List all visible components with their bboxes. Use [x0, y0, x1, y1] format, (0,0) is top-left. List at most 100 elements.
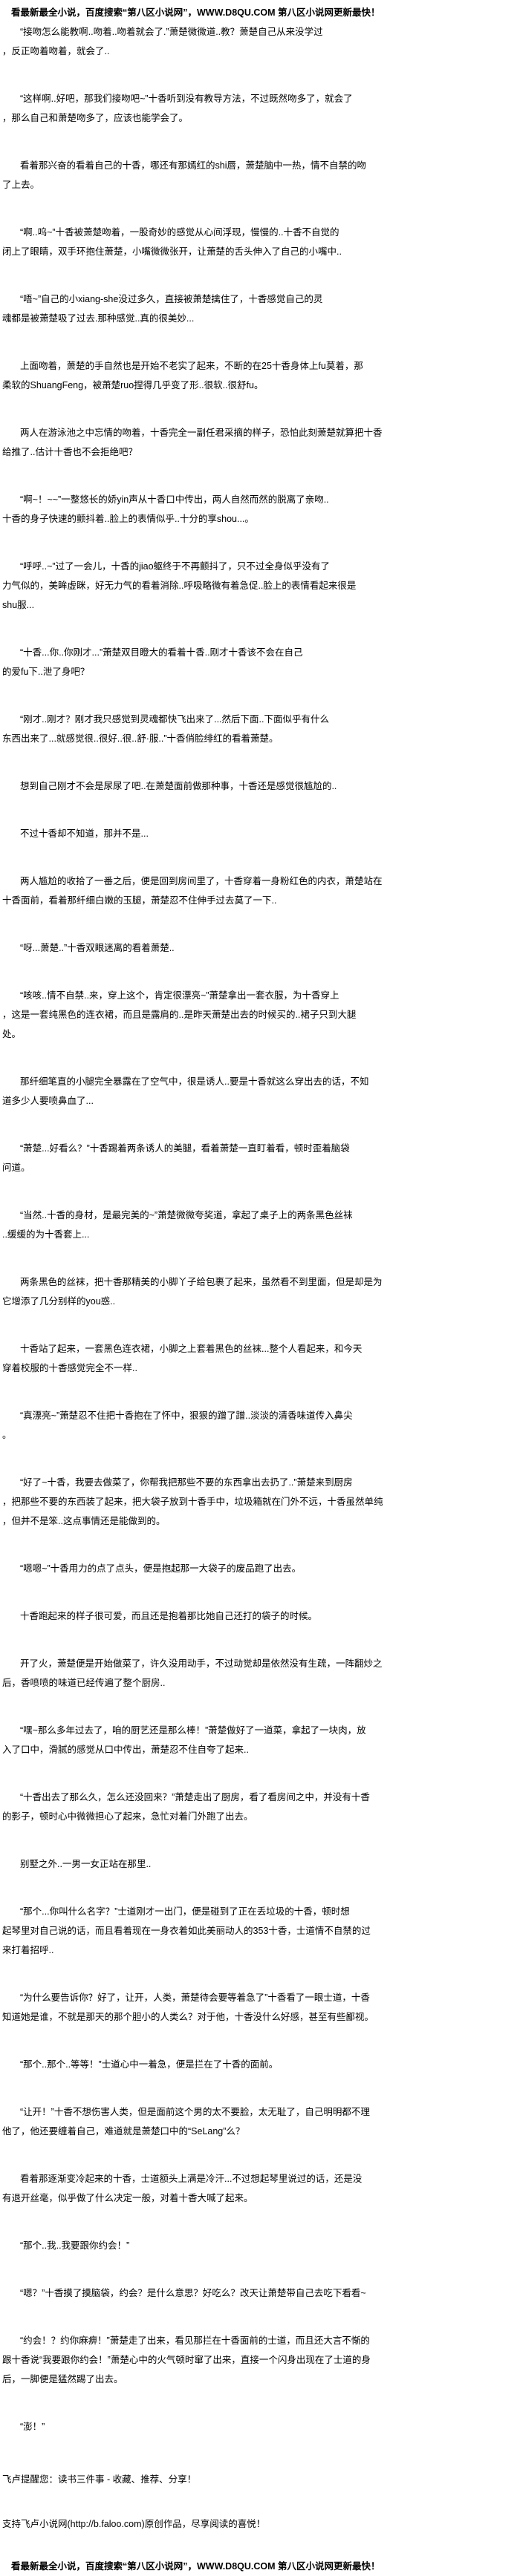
paragraph-line: “啊~！~~”一整悠长的娇yin声从十香口中传出，两人自然而然的脱离了亲吻.. — [20, 494, 329, 505]
paragraph: “呼呼..~”过了一会儿，十香的jiao躯终于不再颤抖了，只不过全身似乎没有了力… — [2, 557, 518, 615]
paragraph: “嗯嗯~”十香用力的点了点头，便是抱起那一大袋子的废品跑了出去。 — [2, 1559, 518, 1578]
paragraph-line: ，反正吻着吻着，就会了.. — [2, 46, 110, 56]
paragraph: “嗯？”十香摸了摸脑袋，约会？是什么意思？好吃么？改天让萧楚带自己去吃下看看~ — [2, 2284, 518, 2303]
paragraph-line: 东西出来了...就感觉很..很好..很..舒·服..”十香俏脸绯红的看着萧楚。 — [2, 733, 279, 744]
paragraph-line: “让开！”十香不想伤害人类，但是面前这个男的太不要脸，太无耻了，自己明明都不理 — [20, 2107, 370, 2117]
paragraph-line: 十香跑起来的样子很可爱，而且还是抱着那比她自己还打的袋子的时候。 — [20, 1611, 318, 1621]
paragraph-line: 看着那逐渐变冷起来的十香，士道额头上满是冷汗...不过想起琴里说过的话，还是没 — [20, 2174, 363, 2184]
paragraph-line: 魂都是被萧楚吸了过去.那种感觉..真的很美妙... — [2, 313, 195, 324]
footer-support-link[interactable]: 支持飞卢小说网(http://b.faloo.com)原创作品，尽享阅读的喜悦！ — [2, 2519, 266, 2529]
paragraph-line: 那纤细笔直的小腿完全暴露在了空气中，很是诱人..要是十香就这么穿出去的话，不知 — [20, 1076, 369, 1087]
paragraph: 上面吻着，萧楚的手自然也是开始不老实了起来，不断的在25十香身体上fu莫着，那柔… — [2, 356, 518, 395]
paragraph: “那个..那个..等等！”士道心中一着急，便是拦在了十香的面前。 — [2, 2055, 518, 2074]
paragraph: “刚才..刚才？刚才我只感觉到灵魂都快飞出来了...然后下面..下面似乎有什么东… — [2, 710, 518, 748]
paragraph-line: ，但并不是笨..这点事情还是能做到的。 — [2, 1516, 166, 1526]
paragraph-line: “嗯嗯~”十香用力的点了点头，便是抱起那一大袋子的废品跑了出去。 — [20, 1563, 302, 1574]
paragraph: 看着那兴奋的看着自己的十香，哪还有那嫣红的shi唇，萧楚脑中一热，情不自禁的吻了… — [2, 156, 518, 194]
paragraph: 那纤细笔直的小腿完全暴露在了空气中，很是诱人..要是十香就这么穿出去的话，不知道… — [2, 1072, 518, 1111]
paragraph-line: ，把那些不要的东西装了起来，把大袋子放到十香手中，垃圾箱就在门外不远，十香虽然单… — [2, 1497, 383, 1507]
paragraph-line: 问道。 — [2, 1163, 30, 1173]
paragraph-line: 柔软的ShuangFeng，被萧楚ruo捏得几乎变了形..很软..很舒fu。 — [2, 380, 264, 390]
paragraph: 看着那逐渐变冷起来的十香，士道额头上满是冷汗...不过想起琴里说过的话，还是没有… — [2, 2169, 518, 2208]
paragraph: “啊~！~~”一整悠长的娇yin声从十香口中传出，两人自然而然的脱离了亲吻.. 十… — [2, 490, 518, 529]
paragraph-line: “这样啊..好吧，那我们接吻吧~”十香听到没有教导方法，不过既然吻多了，就会了 — [20, 94, 353, 104]
paragraph-line: 跟十香说“我要跟你约会！”萧楚心中的火气顿时窜了出来，直接一个闪身出现在了士道的… — [2, 2355, 371, 2365]
paragraph: “接吻怎么能教啊..吻着..吻着就会了.”萧楚微微道..教？萧楚自己从来没学过 ，… — [2, 22, 518, 61]
paragraph: 十香站了起来，一套黑色连衣裙，小脚之上套着黑色的丝袜...整个人看起来，和今天穿… — [2, 1339, 518, 1378]
paragraph-line: “澎！” — [20, 2422, 45, 2432]
paragraph: “咳咳..情不自禁..来，穿上这个，肯定很漂亮~”萧楚拿出一套衣服，为十香穿上，… — [2, 986, 518, 1044]
paragraph-line: 两人尴尬的收拾了一番之后，便是回到房间里了，十香穿着一身粉红色的内衣，萧楚站在 — [20, 876, 383, 886]
paragraph-line: “约会！？约你麻痹！”萧楚走了出来，看见那拦在十香面前的士道，而且还大言不惭的 — [20, 2335, 370, 2346]
paragraph: “萧楚...好看么？”十香踢着两条诱人的美腿，看着萧楚一直盯着看，顿时歪着脑袋问… — [2, 1139, 518, 1177]
paragraph-line: “刚才..刚才？刚才我只感觉到灵魂都快飞出来了...然后下面..下面似乎有什么 — [20, 714, 329, 725]
paragraph: “当然..十香的身材，是最完美的~”萧楚微微夸奖道，拿起了桌子上的两条黑色丝袜.… — [2, 1206, 518, 1244]
paragraph-line: 两人在游泳池之中忘情的吻着，十香完全一副任君采摘的样子，恐怕此刻萧楚就算把十香 — [20, 428, 383, 438]
paragraph-line: 了上去。 — [2, 180, 40, 190]
chapter-content: “接吻怎么能教啊..吻着..吻着就会了.”萧楚微微道..教？萧楚自己从来没学过 ，… — [2, 22, 518, 2465]
paragraph: 开了火，萧楚便是开始做菜了，许久没用动手，不过动觉却是依然没有生疏，一阵翻炒之后… — [2, 1654, 518, 1693]
paragraph-line: 十香面前，看着那纤细白嫩的玉腿，萧楚忍不住伸手过去莫了一下.. — [2, 895, 277, 906]
paragraph-line: ，那么自己和萧楚吻多了，应该也能学会了。 — [2, 113, 189, 123]
paragraph: 别墅之外..一男一女正站在那里.. — [2, 1854, 518, 1874]
paragraph-line: 后，香喷喷的味道已经传遍了整个厨房.. — [2, 1678, 166, 1688]
paragraph-line: 力气似的，美眸虚眯，好无力气的看着消除..呼吸略微有着急促..脸上的表情看起来很… — [2, 581, 357, 591]
paragraph-line: 别墅之外..一男一女正站在那里.. — [20, 1859, 152, 1869]
paragraph-line: “那个..我..我要跟你约会！” — [20, 2240, 130, 2251]
paragraph-line: 十香站了起来，一套黑色连衣裙，小脚之上套着黑色的丝袜...整个人看起来，和今天 — [20, 1344, 363, 1354]
paragraph-line: 给推了..估计十香也不会拒绝吧？ — [2, 447, 137, 457]
site-banner-bottom: 看最新最全小说，百度搜索“第八区小说网”，WWW.D8QU.COM 第八区小说网… — [11, 2561, 380, 2572]
paragraph: “这样啊..好吧，那我们接吻吧~”十香听到没有教导方法，不过既然吻多了，就会了 ，… — [2, 89, 518, 128]
paragraph-line: shu服... — [2, 600, 35, 610]
paragraph: “为什么要告诉你？好了，让开，人类，萧楚待会要等着急了”十香看了一眼士道，十香知… — [2, 1988, 518, 2027]
paragraph-line: 两条黑色的丝袜，把十香那精美的小脚丫子给包裹了起来，虽然看不到里面，但是却是为 — [20, 1277, 383, 1287]
paragraph-line: “呀...萧楚..”十香双眼迷离的看着萧楚.. — [20, 943, 175, 953]
paragraph-line: “呼呼..~”过了一会儿，十香的jiao躯终于不再颤抖了，只不过全身似乎没有了 — [20, 561, 331, 572]
footer-reminder: 飞卢提醒您：读书三件事 - 收藏、推荐、分享！ — [2, 2474, 197, 2485]
paragraph-line: ..缓缓的为十香套上... — [2, 1229, 90, 1240]
paragraph: “那个..我..我要跟你约会！” — [2, 2236, 518, 2255]
paragraph-line: “十香出去了那么久，怎么还没回来？”萧楚走出了厨房，看了看房间之中，并没有十香 — [20, 1792, 370, 1802]
paragraph: “好了~十香，我要去做菜了，你帮我把那些不要的东西拿出去扔了..”萧楚来到厨房 ，… — [2, 1473, 518, 1531]
paragraph: 十香跑起来的样子很可爱，而且还是抱着那比她自己还打的袋子的时候。 — [2, 1606, 518, 1626]
paragraph-line: 的影子，顿时心中微微担心了起来，急忙对着门外跑了出去。 — [2, 1811, 253, 1822]
paragraph-line: 处。 — [2, 1029, 22, 1039]
paragraph: “约会！？约你麻痹！”萧楚走了出来，看见那拦在十香面前的士道，而且还大言不惭的跟… — [2, 2331, 518, 2389]
paragraph-line: “十香...你..你刚才...”萧楚双目瞪大的看着十香..刚才十香该不会在自己 — [20, 647, 303, 658]
paragraph-line: “啊..呜~”十香被萧楚吻着，一股奇妙的感觉从心间浮现，慢慢的..十香不自觉的 — [20, 227, 339, 238]
paragraph: “让开！”十香不想伤害人类，但是面前这个男的太不要脸，太无耻了，自己明明都不理他… — [2, 2102, 518, 2141]
paragraph-line: 入了口中，滑腻的感觉从口中传出，萧楚忍不住自夸了起来.. — [2, 1745, 249, 1755]
paragraph-line: “嘿~那么多年过去了，咱的厨艺还是那么棒！”萧楚做好了一道菜，拿起了一块肉，放 — [20, 1725, 366, 1736]
paragraph: 两人在游泳池之中忘情的吻着，十香完全一副任君采摘的样子，恐怕此刻萧楚就算把十香给… — [2, 423, 518, 462]
paragraph-line: “接吻怎么能教啊..吻着..吻着就会了.”萧楚微微道..教？萧楚自己从来没学过 — [20, 27, 323, 37]
paragraph-line: 它增添了几分别样的you惑.. — [2, 1296, 116, 1307]
paragraph: 不过十香却不知道，那并不是... — [2, 824, 518, 843]
paragraph-line: “唔~”自己的小xiang-she没过多久，直接被萧楚擒住了，十香感觉自己的灵 — [20, 294, 323, 304]
paragraph-line: “嗯？”十香摸了摸脑袋，约会？是什么意思？好吃么？改天让萧楚带自己去吃下看看~ — [20, 2288, 366, 2298]
paragraph: “呀...萧楚..”十香双眼迷离的看着萧楚.. — [2, 938, 518, 958]
paragraph: “十香...你..你刚才...”萧楚双目瞪大的看着十香..刚才十香该不会在自己的… — [2, 643, 518, 681]
paragraph: “唔~”自己的小xiang-she没过多久，直接被萧楚擒住了，十香感觉自己的灵魂… — [2, 290, 518, 328]
paragraph-line: ，这是一套纯黑色的连衣裙，而且是露肩的..是昨天萧楚出去的时候买的..裙子只到大… — [2, 1010, 357, 1020]
paragraph: 两条黑色的丝袜，把十香那精美的小脚丫子给包裹了起来，虽然看不到里面，但是却是为它… — [2, 1272, 518, 1311]
paragraph-line: 闭上了眼睛，双手环抱住萧楚，小嘴微微张开，让萧楚的舌头伸入了自己的小嘴中.. — [2, 246, 342, 257]
paragraph-line: 穿着校服的十香感觉完全不一样.. — [2, 1363, 137, 1373]
paragraph: “那个...你叫什么名字？”士道刚才一出门，便是碰到了正在丢垃圾的十香，顿时想起… — [2, 1902, 518, 1960]
paragraph: “啊..呜~”十香被萧楚吻着，一股奇妙的感觉从心间浮现，慢慢的..十香不自觉的闭… — [2, 223, 518, 261]
paragraph-line: 起琴里对自己说的话，而且看着现在一身衣着如此美丽动人的353十香，士道情不自禁的… — [2, 1926, 371, 1936]
paragraph: “澎！” — [2, 2417, 518, 2436]
paragraph-line: “好了~十香，我要去做菜了，你帮我把那些不要的东西拿出去扔了..”萧楚来到厨房 — [20, 1477, 353, 1488]
paragraph-line: “萧楚...好看么？”十香踢着两条诱人的美腿，看着萧楚一直盯着看，顿时歪着脑袋 — [20, 1143, 350, 1154]
paragraph-line: “那个..那个..等等！”士道心中一着急，便是拦在了十香的面前。 — [20, 2059, 279, 2070]
paragraph-line: 来打着招呼.. — [2, 1945, 54, 1955]
paragraph-line: “真漂亮~”萧楚忍不住把十香抱在了怀中，狠狠的蹭了蹭..淡淡的清香味道传入鼻尖 — [20, 1410, 353, 1421]
paragraph-line: 十香的身子快速的颤抖着..脸上的表情似乎..十分的享shou...。 — [2, 514, 254, 524]
paragraph-line: “当然..十香的身材，是最完美的~”萧楚微微夸奖道，拿起了桌子上的两条黑色丝袜 — [20, 1210, 353, 1220]
paragraph: 想到自己刚才不会是尿尿了吧..在萧楚面前做那种事，十香还是感觉很尴尬的.. — [2, 777, 518, 796]
paragraph-line: 道多少人要喷鼻血了... — [2, 1096, 94, 1106]
paragraph-line: 知道她是谁，不就是那天的那个胆小的人类么？对于他，十香没什么好感，甚至有些鄙视。 — [2, 2012, 374, 2022]
paragraph-line: 。 — [2, 1430, 12, 1440]
paragraph-line: “那个...你叫什么名字？”士道刚才一出门，便是碰到了正在丢垃圾的十香，顿时想 — [20, 1906, 350, 1917]
paragraph-line: 想到自己刚才不会是尿尿了吧..在萧楚面前做那种事，十香还是感觉很尴尬的.. — [20, 781, 337, 791]
site-banner-top: 看最新最全小说，百度搜索“第八区小说网”，WWW.D8QU.COM 第八区小说网… — [11, 7, 380, 18]
